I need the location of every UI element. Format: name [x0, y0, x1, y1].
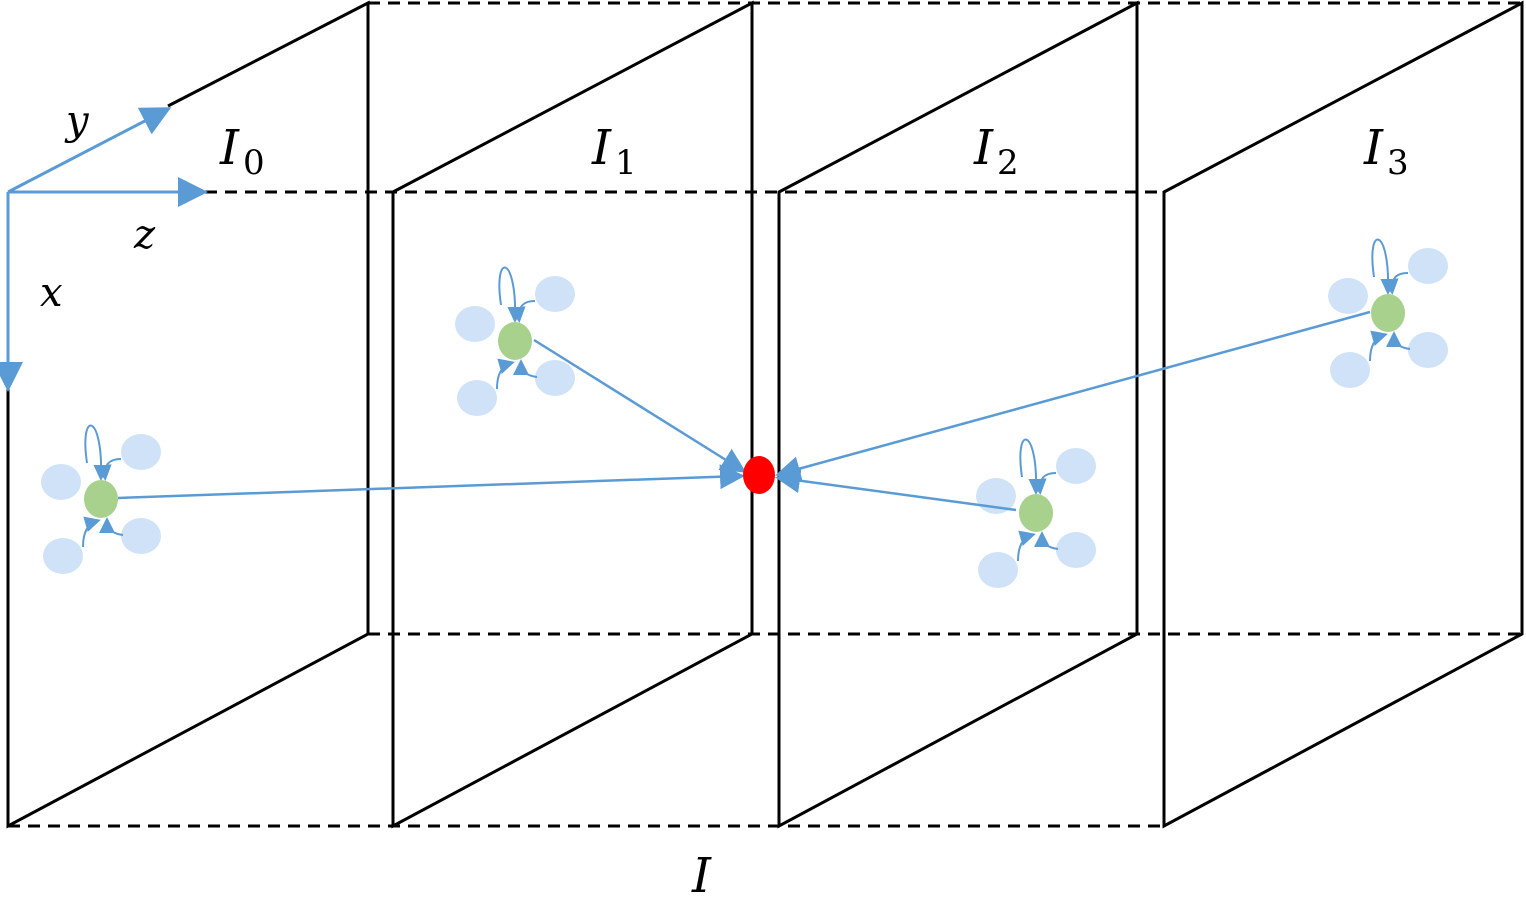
- cluster-i0: [41, 424, 161, 574]
- neighbor-node-lower-left: [457, 380, 497, 416]
- incoming-arrow-lower-left: [82, 516, 101, 548]
- neighbor-node-lower-right: [1408, 332, 1448, 368]
- incoming-arrow-lower-right: [513, 359, 538, 378]
- axis-arrows: [0, 107, 208, 392]
- incoming-arrow-lower-right: [1386, 331, 1411, 350]
- z-axis-label: z: [133, 212, 156, 258]
- self-loop-arrow: [1019, 438, 1045, 495]
- center-node: [1019, 494, 1053, 532]
- incoming-arrow-lower-right: [1034, 531, 1059, 550]
- self-loop-arrow: [1371, 238, 1397, 295]
- incoming-arrow-lower-right: [99, 517, 124, 536]
- flow-arrows: [117, 310, 1371, 512]
- neighbor-node-upper-right: [535, 276, 575, 312]
- incoming-arrow-lower-left: [496, 358, 515, 390]
- arrow-i3-to-target: [775, 310, 1371, 481]
- cluster-i3: [1328, 238, 1448, 388]
- cluster-i1: [455, 266, 575, 416]
- arrow-i1-to-target: [533, 338, 747, 473]
- neighbor-node-lower-right: [121, 518, 161, 554]
- neighbor-node-upper-right: [121, 434, 161, 470]
- target-node: [743, 456, 775, 494]
- incoming-arrow-upper: [509, 300, 536, 323]
- self-loop-arrow: [498, 266, 524, 323]
- incoming-arrow-upper: [95, 458, 122, 481]
- bottom-volume-label: I: [691, 848, 712, 904]
- node-clusters: [41, 238, 1448, 588]
- self-loop-arrow: [84, 424, 110, 481]
- y-axis-arrow: [7, 107, 172, 194]
- cluster-i2: [976, 438, 1096, 588]
- incoming-arrow-lower-left: [1017, 530, 1036, 562]
- x-axis-label: x: [40, 270, 63, 316]
- incoming-arrow-upper: [1030, 472, 1057, 495]
- neighbor-node-upper-right: [1408, 248, 1448, 284]
- neighbor-node-upper-left: [1328, 278, 1368, 314]
- neighbor-node-upper-left: [455, 306, 495, 342]
- center-node: [1371, 294, 1405, 332]
- center-node: [498, 322, 532, 360]
- neighbor-node-upper-left: [41, 464, 81, 500]
- frame-i2: [777, 0, 1139, 829]
- neighbor-node-lower-right: [1056, 532, 1096, 568]
- arrow-i2-to-target: [775, 468, 1017, 512]
- incoming-arrow-upper: [1382, 272, 1409, 295]
- neighbor-node-lower-left: [43, 538, 83, 574]
- center-node: [84, 480, 118, 518]
- neighbor-node-lower-right: [535, 360, 575, 396]
- frame-i3: [1162, 0, 1524, 829]
- neighbor-node-lower-left: [1330, 352, 1370, 388]
- frame-i0: [6, 0, 370, 829]
- neighbor-node-upper-right: [1056, 448, 1096, 484]
- y-axis-label: y: [64, 98, 90, 144]
- frame-i1: [391, 0, 754, 829]
- arrow-i0-to-target: [117, 464, 745, 500]
- neighbor-node-lower-left: [978, 552, 1018, 588]
- incoming-arrow-lower-left: [1369, 330, 1388, 362]
